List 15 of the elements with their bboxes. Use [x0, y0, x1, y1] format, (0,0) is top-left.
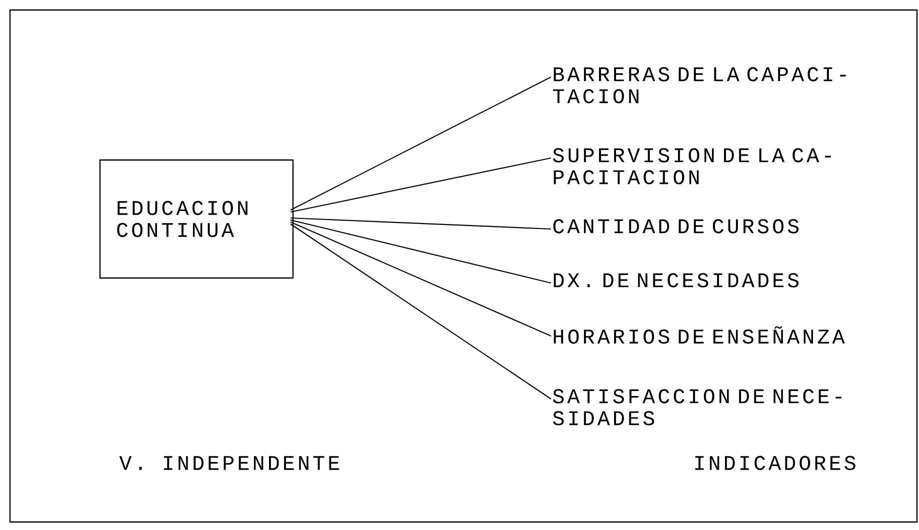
indicator-text: DX. DE NECESIDADES — [554, 273, 799, 288]
connector-line — [290, 219, 552, 284]
indicator-text: BARRERAS DE LA CAPACI- TACION — [552, 67, 846, 104]
connector-line — [290, 76, 552, 210]
indicator-text: HORARIOS DE ENSEÑANZA — [554, 326, 845, 344]
connector-line — [290, 217, 552, 230]
connector-line — [290, 157, 552, 213]
section-label: INDICADORES — [695, 456, 856, 470]
box: EDUCACION CONTINUA — [99, 159, 294, 279]
connector-line — [290, 224, 552, 400]
indicator-text: CANTIDAD DE CURSOS — [553, 219, 799, 234]
connector-line — [290, 221, 552, 336]
section-label: V. INDEPENDENTE — [119, 456, 340, 470]
indicator-text: SUPERVISION DE LA CA- PACITACION — [553, 148, 831, 184]
indicator-text: SATISFACCION DE NECE- SIDADES — [553, 389, 842, 426]
